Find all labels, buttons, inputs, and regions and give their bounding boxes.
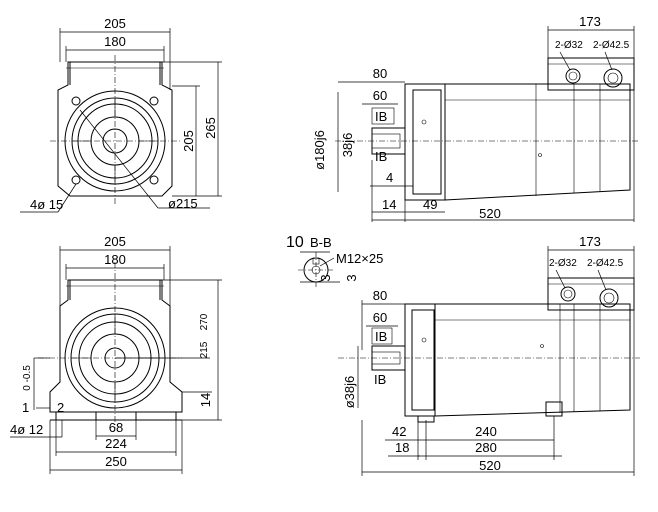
top-front-height-a: 205 (181, 130, 196, 152)
bottom-front-view: 205 180 215 270 14 0 -0.5 1 2 4ø 12 68 2… (10, 234, 222, 474)
top-front-flange-dia: ø215 (168, 196, 198, 211)
bottom-side-shaft-dia: ø38j6 (342, 376, 357, 409)
top-side-offset-4: 4 (386, 170, 393, 185)
section-number: 10 (286, 234, 304, 251)
top-side-port-2: 2-Ø42.5 (593, 40, 630, 51)
bottom-front-dim-1: 1 (22, 400, 29, 415)
bottom-side-key-ib-upper: IB (375, 329, 387, 344)
top-front-height-b: 265 (203, 117, 218, 139)
bottom-front-dim-14: 14 (198, 393, 213, 407)
top-side-spigot: ø180j6 (312, 130, 327, 170)
top-side-key-ib-upper: IB (375, 109, 387, 124)
top-side-width-box: 173 (579, 14, 601, 29)
bottom-front-foot-250: 250 (105, 454, 127, 469)
bottom-front-dim-2: 2 (57, 400, 64, 415)
top-side-shaft-80: 80 (373, 66, 387, 81)
bottom-side-width-box: 173 (579, 234, 601, 249)
section-dim-3b: 3 (344, 274, 359, 281)
top-side-dim-14: 14 (382, 197, 396, 212)
top-side-dim-49: 49 (423, 197, 437, 212)
bottom-front-height-270: 270 (199, 313, 210, 330)
bottom-front-width-inner: 180 (104, 252, 126, 267)
top-front-view: 205 180 205 265 4ø 15 ø215 (20, 16, 222, 213)
bottom-side-port-2: 2-Ø42.5 (587, 258, 624, 269)
top-front-width-outer: 205 (104, 16, 126, 31)
bottom-side-key-ib-lower: IB (374, 372, 386, 387)
bottom-side-shaft-80: 80 (373, 288, 387, 303)
bottom-side-shaft-60: 60 (373, 310, 387, 325)
bottom-front-height-215: 215 (199, 341, 210, 358)
bottom-side-dim-42: 42 (392, 424, 406, 439)
bottom-side-dim-240: 240 (475, 424, 497, 439)
top-side-length: 520 (479, 206, 501, 221)
bottom-side-length: 520 (479, 458, 501, 473)
top-side-shaft-60: 60 (373, 88, 387, 103)
bottom-side-dim-280: 280 (475, 440, 497, 455)
bottom-side-dim-18: 18 (395, 440, 409, 455)
bottom-front-foot-68: 68 (109, 420, 123, 435)
top-side-port-1: 2-Ø32 (555, 40, 583, 51)
top-side-key-ib-lower: IB (375, 149, 387, 164)
section-bb: 10 B-B M12×25 3 3 (286, 234, 383, 288)
bottom-side-view: 173 2-Ø32 2-Ø42.5 80 60 IB IB ø38j6 42 1… (338, 234, 640, 476)
bottom-front-holes: 4ø 12 (10, 422, 43, 437)
top-front-holes: 4ø 15 (30, 197, 63, 212)
section-thread: M12×25 (336, 251, 383, 266)
bottom-front-tol: 0 -0.5 (22, 365, 33, 391)
top-front-width-inner: 180 (104, 34, 126, 49)
top-side-shaft-dia: 38j6 (340, 133, 355, 158)
top-side-view: 173 2-Ø32 2-Ø42.5 80 60 IB IB ø180j6 38j… (312, 14, 640, 222)
section-label: B-B (310, 235, 332, 250)
section-dim-3a: 3 (318, 274, 333, 281)
bottom-side-port-1: 2-Ø32 (549, 258, 577, 269)
bottom-front-foot-224: 224 (105, 436, 127, 451)
bottom-front-width-outer: 205 (104, 234, 126, 249)
